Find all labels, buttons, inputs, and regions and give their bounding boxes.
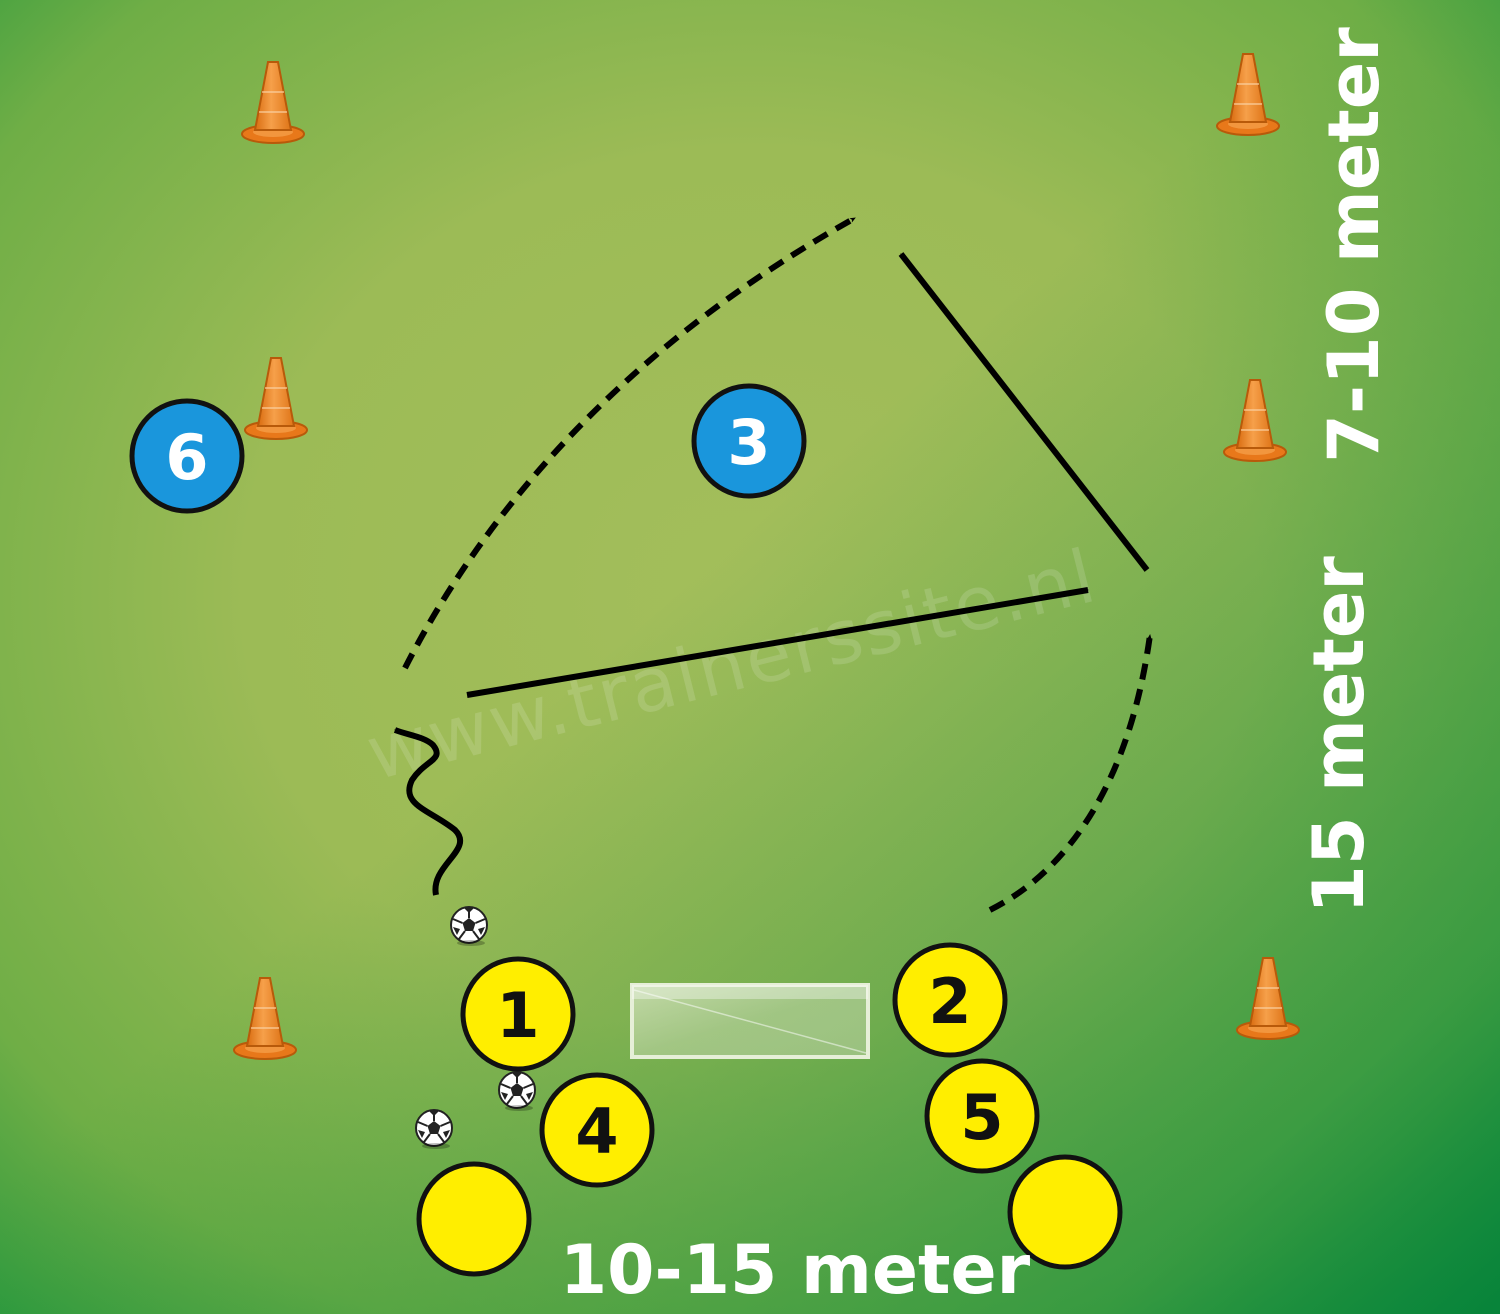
- dimension-label-right-middle: 15 meter: [1298, 556, 1380, 914]
- player-yellow-4: 4: [539, 1072, 655, 1188]
- dribble-arrow: [393, 727, 464, 896]
- player-number: 2: [928, 965, 971, 1038]
- player-yellow-5: 5: [924, 1058, 1040, 1174]
- player-yellow-1: 1: [460, 956, 576, 1072]
- run-path-right: [988, 634, 1153, 913]
- mini-goal: [630, 983, 870, 1059]
- player-blue-3: 3: [691, 383, 807, 499]
- player-blue-6: 6: [129, 398, 245, 514]
- player-number: 5: [960, 1081, 1003, 1154]
- player-number: 3: [727, 406, 770, 479]
- player-number: 4: [575, 1095, 618, 1168]
- player-yellow: [416, 1161, 532, 1277]
- pass-arrow-diagonal: [898, 252, 1150, 572]
- pass-arrow-across: [466, 587, 1089, 698]
- run-path-left: [402, 215, 857, 670]
- player-number: 6: [165, 421, 208, 494]
- dimension-label-right-top: 7-10 meter: [1313, 27, 1395, 463]
- player-yellow: [1007, 1154, 1123, 1270]
- dimension-label-bottom: 10-15 meter: [560, 1231, 1031, 1310]
- player-number: 1: [496, 979, 539, 1052]
- player-yellow-2: 2: [892, 942, 1008, 1058]
